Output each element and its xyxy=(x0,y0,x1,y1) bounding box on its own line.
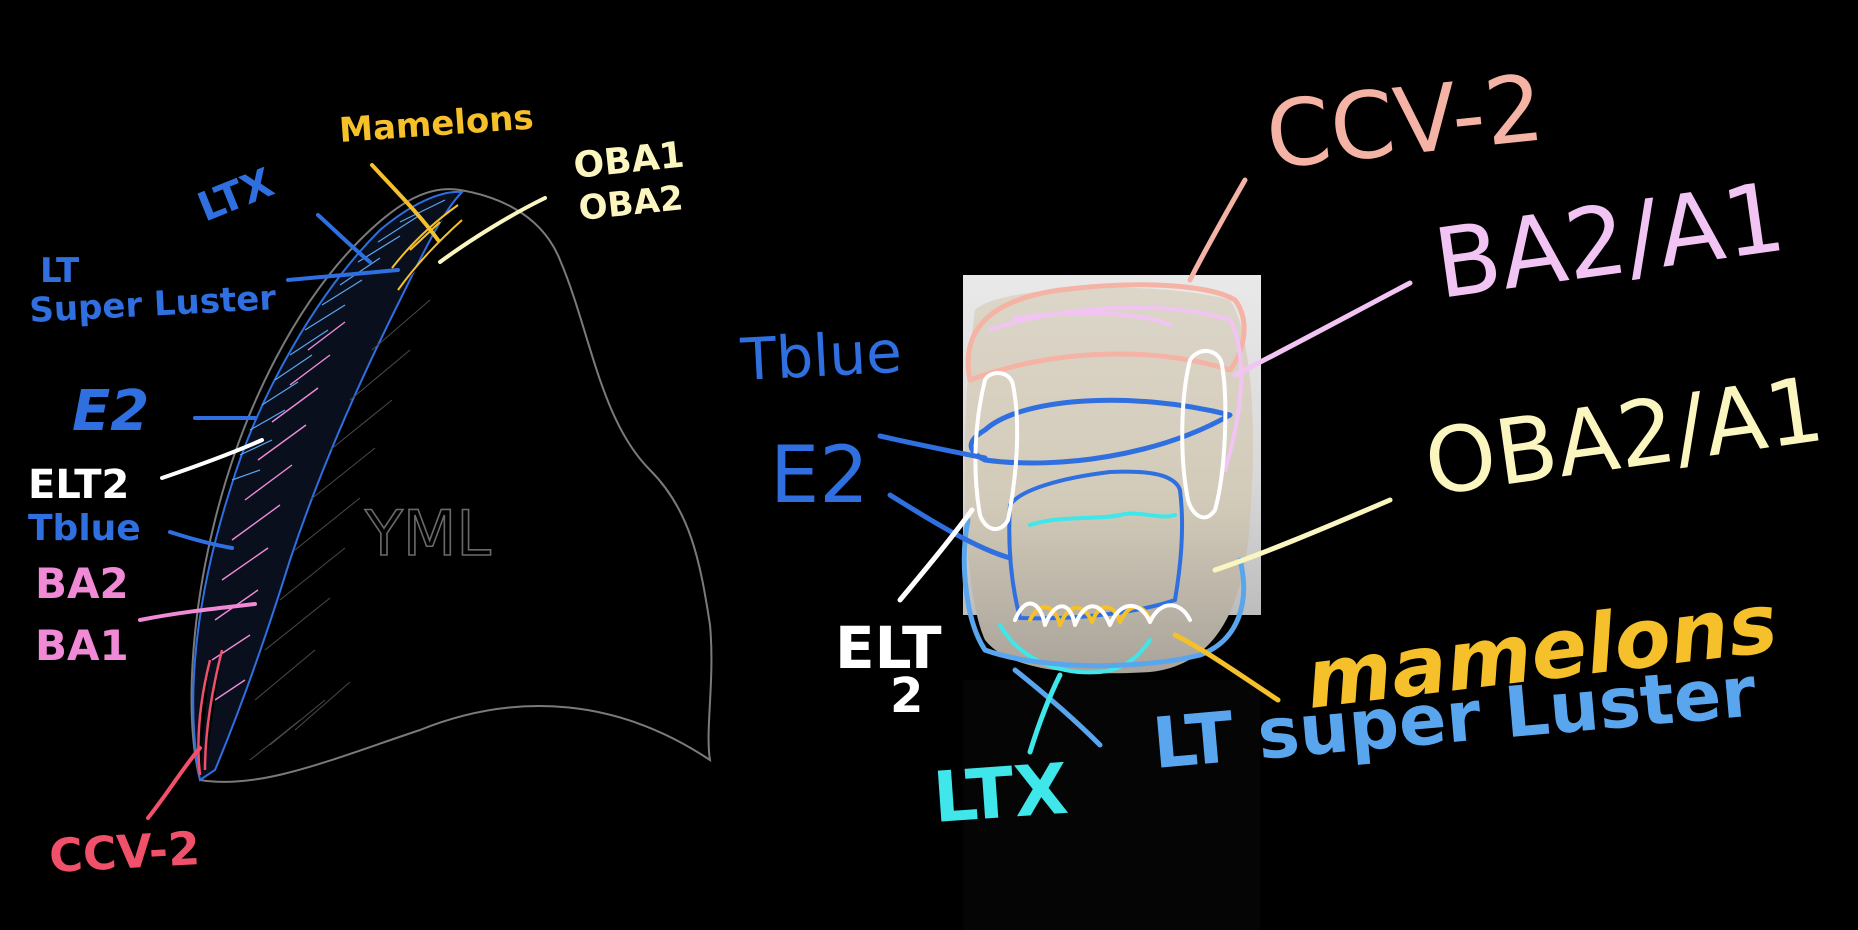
leader-mamelons-right xyxy=(1172,632,1281,703)
cross-section-drawing xyxy=(190,188,713,783)
right-leader-lines xyxy=(877,177,1413,755)
label-ccv2-left: CCV-2 xyxy=(48,821,201,883)
leader-ba xyxy=(138,602,257,622)
outline-white-ellipse-right xyxy=(1180,349,1228,520)
label-e2-left: E2 xyxy=(72,379,149,444)
label-mamelons-left: Mamelons xyxy=(338,97,535,150)
leader-elt2 xyxy=(160,438,264,480)
leader-ltx xyxy=(316,213,372,264)
outline-mamelons xyxy=(1028,605,1152,627)
label-ba2-left: BA2 xyxy=(35,559,129,608)
label-oba2-left: OBA2 xyxy=(577,178,685,229)
leader-mamelons xyxy=(370,163,440,242)
label-ccv2-right: CCV-2 xyxy=(1261,54,1548,189)
label-ltx-right: LTX xyxy=(930,748,1070,839)
label-e2-right: E2 xyxy=(770,431,869,521)
leader-tblue-right xyxy=(877,433,988,461)
label-ba2-a1-right: BA2/A1 xyxy=(1428,161,1792,321)
outline-ccv2 xyxy=(965,282,1247,383)
label-elt2-left: ELT2 xyxy=(28,462,129,508)
leader-ba2-a1-right xyxy=(1232,280,1413,378)
tooth-dark-root-area xyxy=(963,680,1260,930)
label-elt-right: ELT xyxy=(835,614,942,682)
outline-ltx-cyan xyxy=(998,511,1177,675)
outline-ba2-a1 xyxy=(988,305,1244,472)
label-lt-left: LT xyxy=(40,251,80,291)
leader-lt-super-luster-right xyxy=(1012,667,1103,748)
label-yml: YML xyxy=(364,497,491,570)
outline-lt-super-luster xyxy=(961,517,1247,669)
label-tblue-right: Tblue xyxy=(738,318,903,394)
leader-super-luster xyxy=(286,268,400,282)
leader-elt-right xyxy=(897,507,975,603)
red-base-strip xyxy=(197,649,224,776)
label-ltx-left: LTX xyxy=(192,160,281,232)
left-leader-lines xyxy=(138,163,547,820)
outline-e2-body xyxy=(1007,469,1185,621)
label-ba1-left: BA1 xyxy=(35,621,129,670)
leader-oba2-right xyxy=(1212,497,1393,573)
leader-ccv2 xyxy=(146,746,202,820)
left-labels: Mamelons LTX OBA1 OBA2 LT Super Luster E… xyxy=(28,97,686,882)
leader-oba xyxy=(438,196,547,264)
leader-e2-right xyxy=(887,492,1013,561)
leader-ccv2-right xyxy=(1187,177,1248,283)
outline-mamelons-white xyxy=(1013,601,1192,627)
label-two-right: 2 xyxy=(890,668,923,724)
leader-ltx-right xyxy=(1027,672,1063,755)
label-tblue-left: Tblue xyxy=(28,508,141,549)
leader-tblue xyxy=(168,530,234,550)
gray-hatch-layer xyxy=(249,299,431,761)
enamel-outer-layer xyxy=(192,190,465,782)
tooth-crown xyxy=(964,287,1254,674)
right-outline-overlays xyxy=(961,282,1247,675)
yellow-mamelon-strip xyxy=(391,204,463,291)
right-labels: CCV-2 BA2/A1 Tblue E2 OBA2/A1 ELT 2 mame… xyxy=(738,54,1830,839)
label-oba2-a1-right: OBA2/A1 xyxy=(1418,357,1829,517)
tooth-photo xyxy=(963,275,1261,930)
